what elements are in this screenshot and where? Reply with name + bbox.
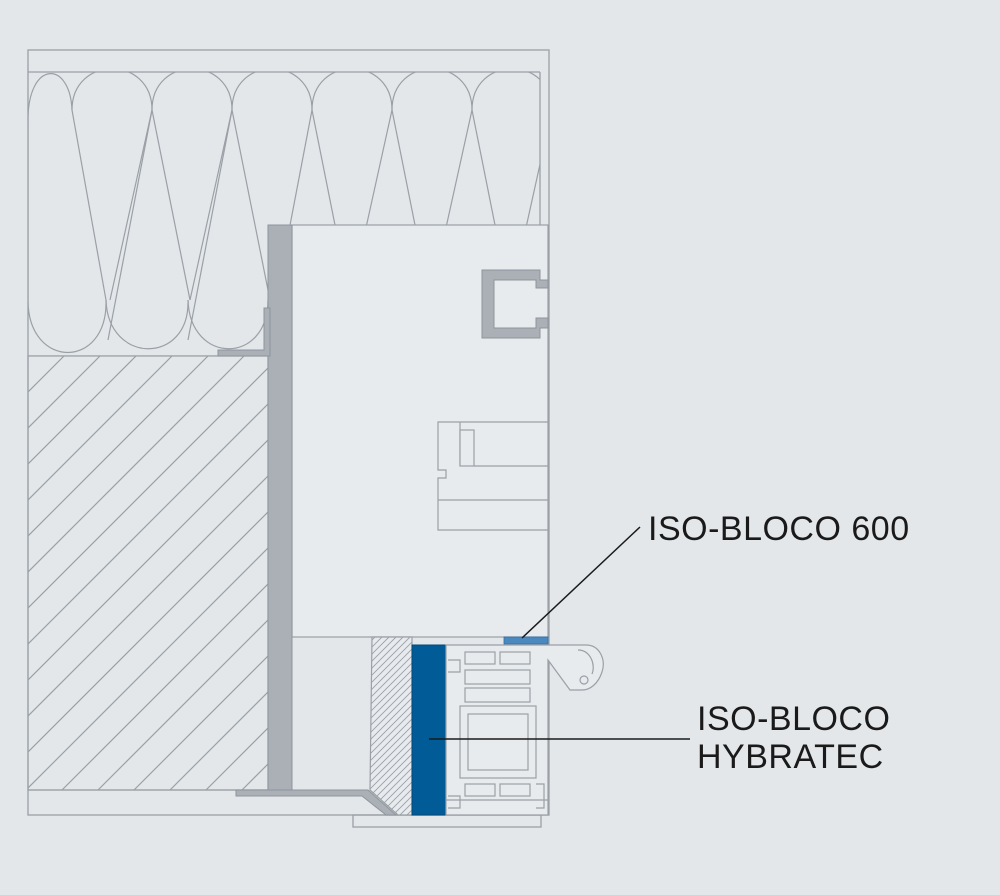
plaster-strip [369,636,413,816]
label-iso-bloco-600: ISO-BLOCO 600 [648,510,910,548]
insulation-layer [28,72,540,356]
hatch-line [370,637,390,815]
hatch-line [370,637,412,815]
hatch-line [370,637,412,815]
hatch-line [28,367,268,609]
leader-lines [429,526,690,740]
top-channel-profile [481,269,549,339]
mid-frame-profile [437,421,549,531]
bottom-angle-profile [235,789,398,816]
hatch-line [370,637,412,815]
hatch-line [28,356,29,357]
hatch-line [28,439,268,681]
hatch-line [28,356,101,429]
iso-bloco-600-strip [503,636,549,645]
masonry-wall [27,355,269,791]
hatch-line [28,511,268,753]
hatch-line [370,637,412,815]
hatch-line [133,655,268,790]
hatch-line [370,637,404,815]
hatch-line [371,637,412,815]
hatch-line [28,475,268,717]
label-iso-bloco-hybratec-line1: ISO-BLOCO [697,700,890,738]
leader-iso-bloco-600 [521,526,641,639]
vertical-sheet-profile [217,224,293,791]
hatch-line [370,637,412,815]
hatch-line [378,637,412,815]
label-iso-bloco-hybratec-line2: HYBRATEC [697,738,884,776]
hatch-line [370,637,383,815]
hatch-line [169,691,268,790]
hatch-line [370,637,412,815]
hatch-line [370,637,412,815]
iso-bloco-hybratec-strip [411,644,447,816]
hatch-line [28,547,268,789]
hatch-line [28,356,137,465]
hatch-line [370,637,412,815]
hatch-line [28,403,268,645]
window-frame-profile [445,644,604,816]
hatch-line [370,637,412,815]
hatch-line [370,637,412,815]
hatch-line [61,583,268,790]
hatch-line [370,637,411,815]
hatch-line [28,356,245,573]
hatch-line [97,619,268,790]
hatch-line [28,356,209,537]
hatch-line [370,637,397,815]
hatch-line [370,637,412,815]
hatch-line [370,637,412,815]
hatch-line [370,637,412,815]
hatch-line [28,356,173,501]
